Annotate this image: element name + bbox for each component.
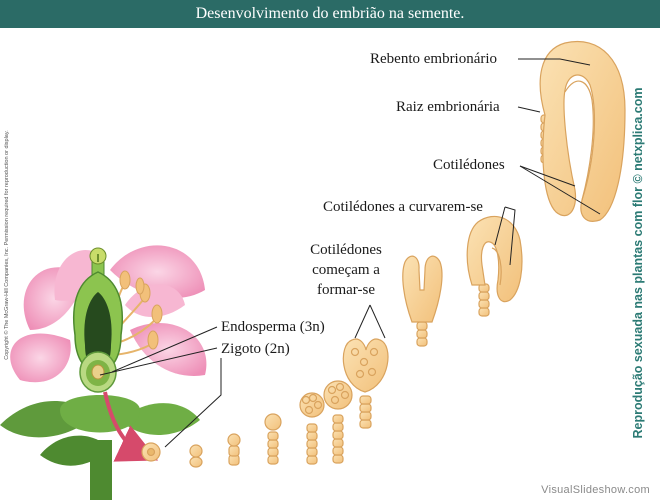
stage-two-cell (189, 444, 203, 468)
title-bar: Desenvolvimento do embrião na semente. (0, 0, 660, 28)
anthers (119, 270, 163, 350)
site-credit-text: Reprodução sexuada nas plantas com flor … (631, 87, 645, 438)
leader-zigoto (99, 347, 218, 376)
watermark: VisualSlideshow.com (541, 484, 650, 496)
pistil (73, 247, 123, 393)
label-zygote: Zigoto (2n) (221, 341, 290, 357)
embryo-stages (141, 41, 626, 468)
stage-proembryo (264, 413, 282, 465)
stage-globular (299, 392, 325, 465)
label-cotyledons-curving: Cotilédones a curvarem-se (323, 199, 483, 215)
stage-late-globular (323, 380, 353, 464)
page-title: Desenvolvimento do embrião na semente. (195, 5, 465, 22)
leader-raiz (517, 106, 541, 113)
leader-curvarem-1 (494, 206, 506, 246)
stage-mature (539, 41, 626, 222)
stage-zygote (141, 442, 161, 462)
copyright-text: Copyright © The McGraw-Hill Companies, I… (4, 130, 10, 360)
leader-endosperma (111, 326, 218, 373)
embryo-development-diagram (0, 41, 626, 500)
leader-cotiledones-2 (519, 165, 601, 215)
stage-few-cells (227, 433, 241, 466)
label-embryonic-root: Raiz embrionária (396, 99, 500, 115)
stage-heart (342, 338, 389, 429)
flower-illustration (0, 245, 207, 500)
flower-stem (90, 440, 112, 500)
zygote-cell (91, 364, 105, 380)
stage-torpedo (402, 255, 443, 347)
arrow-to-zygote (103, 391, 159, 462)
leader-curvarem-2 (504, 206, 516, 266)
copyright-vertical: Copyright © The McGraw-Hill Companies, I… (2, 95, 12, 395)
label-endosperm: Endosperma (3n) (221, 319, 325, 335)
label-cotyledons-forming: Cotilédones começam a formar-se (310, 242, 382, 298)
site-credit-vertical: Reprodução sexuada nas plantas com flor … (628, 87, 648, 438)
leader-cotiledones-1 (519, 165, 576, 187)
ovary-cavity (84, 292, 112, 372)
receptacle (60, 395, 140, 433)
leader-lines (99, 58, 601, 448)
label-embryonic-shoot: Rebento embrionário (370, 51, 498, 67)
leader-rebento (518, 58, 591, 66)
leader-formar-2 (369, 304, 386, 339)
leader-zigoto-2 (164, 358, 222, 448)
leader-formar-1 (354, 304, 371, 339)
label-cotyledons: Cotilédones (433, 157, 505, 173)
stage-curving (466, 215, 523, 317)
